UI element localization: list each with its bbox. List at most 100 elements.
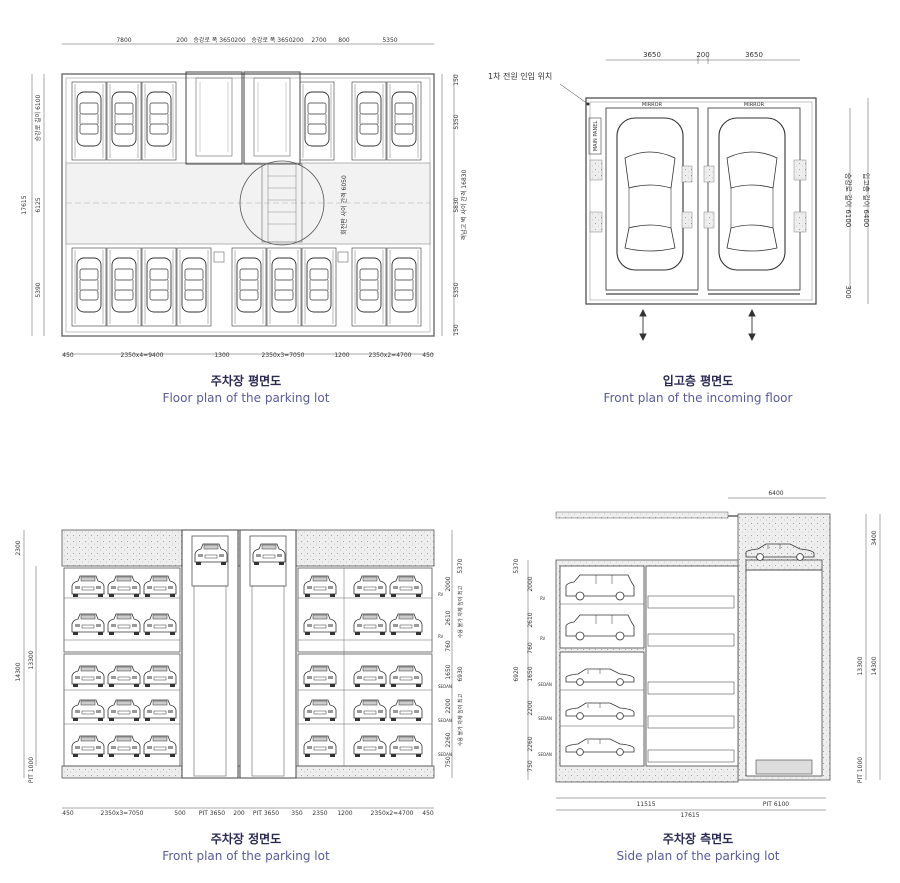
side-left-dim: 6920 [513, 666, 520, 681]
main-panel-label: MAIN PANEL [593, 121, 599, 152]
side-bottom-dim: 11515 [636, 801, 655, 808]
fp-top-dim: 2700 [311, 37, 326, 44]
fr-left-dim: PIT 1000 [28, 757, 35, 783]
fp-bottom-dim: 2350x3=7050 [262, 352, 305, 359]
side-plan-caption-ko: 주차장 측면도 [662, 832, 734, 846]
fp-right-dim: 150 [453, 74, 460, 86]
fp-left-dim: 5390 [35, 282, 42, 297]
level-label: RV [438, 592, 444, 597]
fp-left-dim: 승강로 길이 6100 [34, 94, 42, 141]
level-label: SEDAN [438, 752, 452, 757]
lift-shaft-1 [185, 71, 243, 165]
level-label: RV [438, 634, 444, 639]
center-aisle [65, 162, 431, 245]
front-shaft-2 [239, 529, 297, 779]
fp-bottom-dim: 450 [422, 352, 434, 359]
side-level-label: SEDAN [538, 752, 552, 757]
side-left-dim: 2610 [527, 612, 534, 627]
side-right-dim: 3400 [871, 530, 878, 545]
side-level-label: RV [540, 636, 546, 641]
fr-right-dim: 2000 [445, 576, 452, 591]
side-left-dim: 2200 [527, 700, 534, 715]
fr-right-dim: 750 [445, 756, 452, 768]
floor-plan-caption-en: Floor plan of the parking lot [162, 391, 330, 405]
fp-top-dim: 200 [176, 37, 188, 44]
fr-bottom-dim: 2350x3=7050 [101, 810, 144, 817]
level-label: SEDAN [438, 684, 452, 689]
side-left-dim: 760 [527, 642, 534, 654]
fr-left-dim: 13300 [28, 650, 35, 669]
side-right-dim: PIT 1000 [857, 757, 864, 783]
fr-right-dim: 5370 [457, 558, 464, 573]
power-inlet-label: 1차 전원 인입 위치 [488, 71, 552, 81]
entry-arrow [748, 308, 756, 342]
front-plan-caption: 주차장 정면도 Front plan of the parking lot [126, 830, 366, 863]
side-level-label: SEDAN [538, 682, 552, 687]
entry-arrow [639, 308, 647, 342]
if-top-dim: 200 [696, 51, 709, 59]
fp-top-dim: 5350 [382, 37, 397, 44]
fp-right-dim: 5830 [453, 197, 460, 212]
side-left-dim: 1650 [527, 666, 534, 681]
fp-top-dim: 승강로 폭 3650 [251, 36, 292, 44]
front-plan-caption-ko: 주차장 정면도 [210, 832, 282, 846]
floor-plan-caption-ko: 주차장 평면도 [210, 374, 282, 388]
incoming-floor-outline [585, 97, 817, 305]
fr-right-dim: 2200 [445, 698, 452, 713]
side-bottom-dim: 17615 [680, 812, 699, 819]
fp-right-dim: 5350 [453, 282, 460, 297]
fp-inner-label: 격납고 벽 사이 간격 16830 [460, 169, 468, 240]
incoming-floor-caption-ko: 입고층 평면도 [662, 374, 734, 388]
side-right-dim: 13300 [857, 656, 864, 675]
fr-bottom-dim: 200 [233, 810, 245, 817]
lift-shaft-2 [243, 71, 301, 165]
fr-bottom-dim: 1200 [337, 810, 352, 817]
fr-right-dim: 1650 [445, 664, 452, 679]
side-level-label: SEDAN [538, 716, 552, 721]
turntable [239, 160, 325, 246]
front-plan-caption-en: Front plan of the parking lot [162, 849, 330, 863]
fr-right-dim: 2610 [445, 610, 452, 625]
floor-plan-caption: 주차장 평면도 Floor plan of the parking lot [126, 372, 366, 405]
incoming-floor-plan: MAIN PANEL MIRROR MIRROR 1차 전원 인입 위치 365… [488, 51, 871, 342]
fp-left-dim: 17615 [21, 195, 28, 214]
fr-right-label: 수용 불가 차체 높이 최고 [457, 693, 464, 746]
side-plan-caption: 주차장 측면도 Side plan of the parking lot [578, 830, 818, 863]
side-left-dim: 750 [527, 760, 534, 772]
fp-bottom-dim: 1300 [214, 352, 229, 359]
if-right-dim: 300 [844, 285, 852, 298]
fp-bottom-dim: 1200 [334, 352, 349, 359]
if-top-dim: 3650 [745, 51, 763, 59]
fr-right-label: 수용 불가 차체 높이 최고 [457, 585, 464, 638]
level-label: SEDAN [438, 718, 452, 723]
fp-right-dim: 5350 [453, 114, 460, 129]
fr-bottom-dim: 450 [62, 810, 74, 817]
fp-top-dim: 200 [234, 37, 246, 44]
fp-right-dim: 150 [453, 324, 460, 336]
side-plan-caption-en: Side plan of the parking lot [616, 849, 780, 863]
front-plan: RV RV SEDAN SEDAN SEDAN 2300 14300 13300… [15, 529, 464, 817]
fr-bottom-dim: 2350 [312, 810, 327, 817]
if-top-dim: 3650 [643, 51, 661, 59]
fp-top-dim: 7800 [116, 37, 131, 44]
fr-right-dim: 2260 [445, 732, 452, 747]
fp-left-dim: 6125 [35, 197, 42, 212]
mirror-label: MIRROR [642, 102, 663, 108]
entry-bay-1 [605, 107, 699, 291]
side-level-label: RV [540, 596, 546, 601]
fp-bottom-dim: 2350x2=4700 [369, 352, 412, 359]
fr-bottom-dim: 450 [422, 810, 434, 817]
side-plan: RV RV SEDAN SEDAN SEDAN 6400 3400 13300 … [513, 490, 881, 819]
front-shaft-1 [181, 529, 239, 779]
fp-top-dim: 승강로 폭 3650 [193, 36, 234, 44]
side-top-dim: 6400 [768, 490, 783, 497]
fr-right-dim: 760 [445, 640, 452, 652]
fp-top-dim: 800 [338, 37, 350, 44]
fp-bottom-dim: 2350x4=9400 [121, 352, 164, 359]
fr-left-dim: 2300 [15, 540, 22, 555]
incoming-floor-caption-en: Front plan of the incoming floor [603, 391, 793, 405]
floor-plan-outline [61, 73, 435, 337]
fp-bottom-dim: 450 [62, 352, 74, 359]
fr-bottom-dim: PIT 3650 [199, 810, 225, 817]
